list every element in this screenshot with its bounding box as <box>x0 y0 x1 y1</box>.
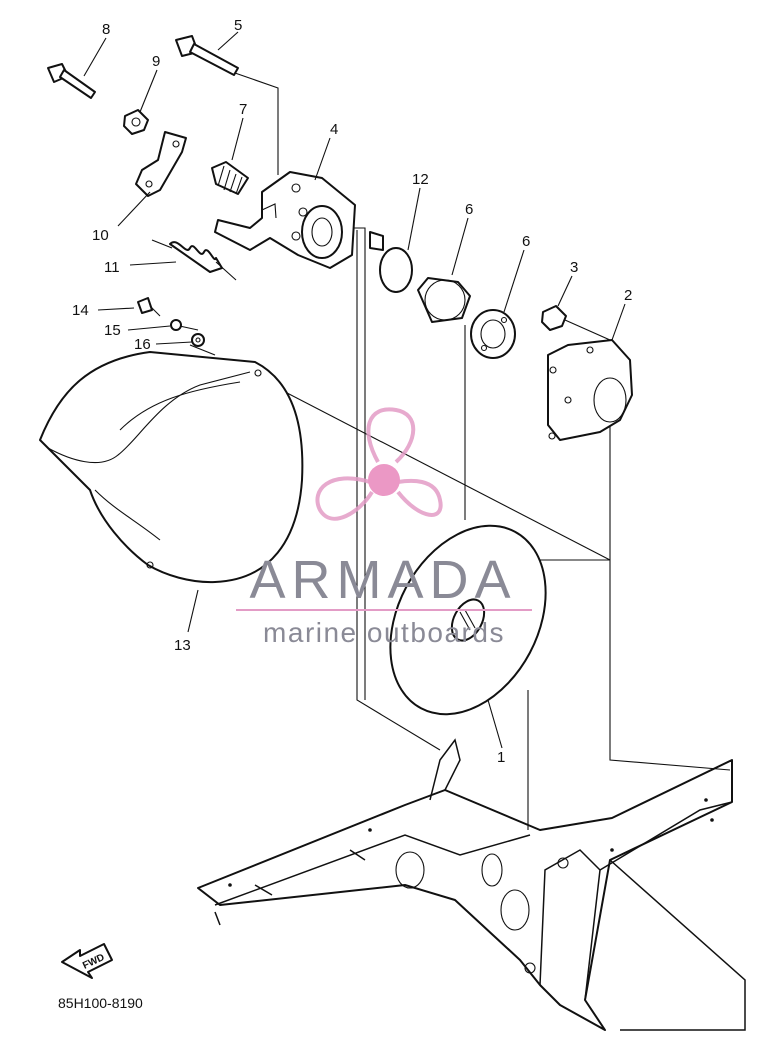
label-part-16: 16 <box>134 336 151 353</box>
label-part-15: 15 <box>104 322 121 339</box>
label-part-10: 10 <box>92 227 109 244</box>
label-part-3: 3 <box>570 259 578 276</box>
watermark-brand: ARMADA <box>249 550 516 610</box>
label-part-4: 4 <box>330 121 338 138</box>
label-part-11: 11 <box>104 259 120 276</box>
part-14-screw <box>137 297 161 317</box>
part-8-bolt <box>47 63 96 99</box>
label-part-2: 2 <box>624 287 632 304</box>
part-15-washer <box>170 319 182 331</box>
label-part-8: 8 <box>102 21 110 38</box>
part-4-housing <box>214 171 356 269</box>
propeller-blade-right <box>396 478 443 517</box>
propeller-blade-left <box>315 476 374 521</box>
part-10-lever <box>135 131 187 197</box>
label-part-5: 5 <box>234 17 242 34</box>
propeller-hub <box>368 464 400 496</box>
part-3-nut <box>541 305 567 331</box>
watermark-tagline: marine outboards <box>263 617 505 648</box>
part-16-nut <box>191 333 205 347</box>
part-6-bushing-a <box>417 277 471 323</box>
part-11-spring <box>151 239 237 281</box>
armada-propeller-logo <box>315 407 443 521</box>
part-12-plug <box>369 231 413 293</box>
drawing-code: 85H100-8190 <box>58 995 143 1011</box>
part-5-screw <box>175 35 239 76</box>
fwd-arrow: FWD <box>61 943 113 979</box>
label-part-1: 1 <box>497 749 505 766</box>
swivel-bracket-frame <box>197 738 746 1031</box>
part-13-cover <box>39 351 304 584</box>
part-6-bushing-b <box>470 309 516 359</box>
label-part-6a: 6 <box>465 201 473 218</box>
part-2-plate <box>547 339 633 441</box>
label-part-6b: 6 <box>522 233 530 250</box>
label-part-14: 14 <box>72 302 89 319</box>
part-7-stud <box>211 161 249 195</box>
part-9-nut <box>123 109 149 135</box>
label-part-12: 12 <box>412 171 429 188</box>
label-part-13: 13 <box>174 637 191 654</box>
label-part-9: 9 <box>152 53 160 70</box>
label-part-7: 7 <box>239 101 247 118</box>
callout-leaders <box>83 31 626 749</box>
propeller-blade-top <box>366 407 416 464</box>
